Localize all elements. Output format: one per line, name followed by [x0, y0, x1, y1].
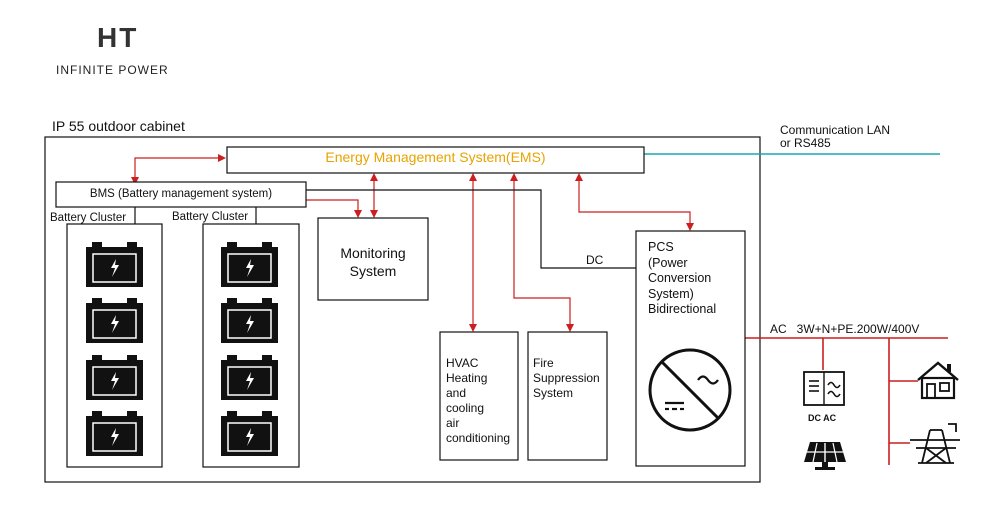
battery-icon: [86, 355, 143, 400]
arrow-ems-pcs: [575, 173, 694, 231]
brand-logo: HT: [97, 22, 139, 53]
pylon-icon: [910, 423, 960, 464]
battery-cluster-label-2: Battery Cluster: [172, 211, 249, 223]
brand-tagline: INFINITE POWER: [56, 63, 169, 77]
dc-label: DC: [586, 253, 604, 267]
fire-box: [527, 331, 608, 461]
converter-icon: [648, 348, 732, 432]
ems-box: [226, 146, 645, 174]
arrow-bms-monitoring: [306, 199, 362, 218]
battery-icon: [221, 355, 278, 400]
battery-cluster-label-1: Battery Cluster: [50, 212, 127, 224]
battery-icon: [86, 242, 143, 287]
ems-label: Energy Management System(EMS): [325, 149, 546, 165]
battery-icon: [86, 298, 143, 343]
inverter-label: DC AC: [808, 413, 837, 423]
dc-line: [306, 189, 636, 269]
battery-icon: [86, 411, 143, 456]
comm-label-1: Communication LAN: [780, 123, 891, 137]
house-icon: [917, 361, 959, 400]
cabinet-label: IP 55 outdoor cabinet: [52, 118, 185, 134]
solar-panel-icon: [804, 442, 846, 470]
comm-label-2: or RS485: [780, 136, 831, 150]
bms-box: [55, 181, 307, 208]
monitoring-label-2: System: [349, 263, 397, 279]
hvac-box: [439, 331, 519, 461]
battery-icon: [221, 411, 278, 456]
monitoring-box: [317, 217, 429, 301]
monitoring-label-1: Monitoring: [340, 245, 406, 261]
pcs-box: [635, 230, 746, 467]
arrow-bms-ems: [131, 154, 226, 185]
ac-label: AC 3W+N+PE.200W/400V: [770, 322, 920, 336]
battery-icon: [221, 242, 278, 287]
battery-icon: [221, 298, 278, 343]
cabinet-outline: [44, 136, 761, 483]
inverter-icon: [803, 371, 845, 406]
bms-label: BMS (Battery management system): [89, 188, 273, 200]
arrow-ems-fire: [510, 173, 574, 332]
